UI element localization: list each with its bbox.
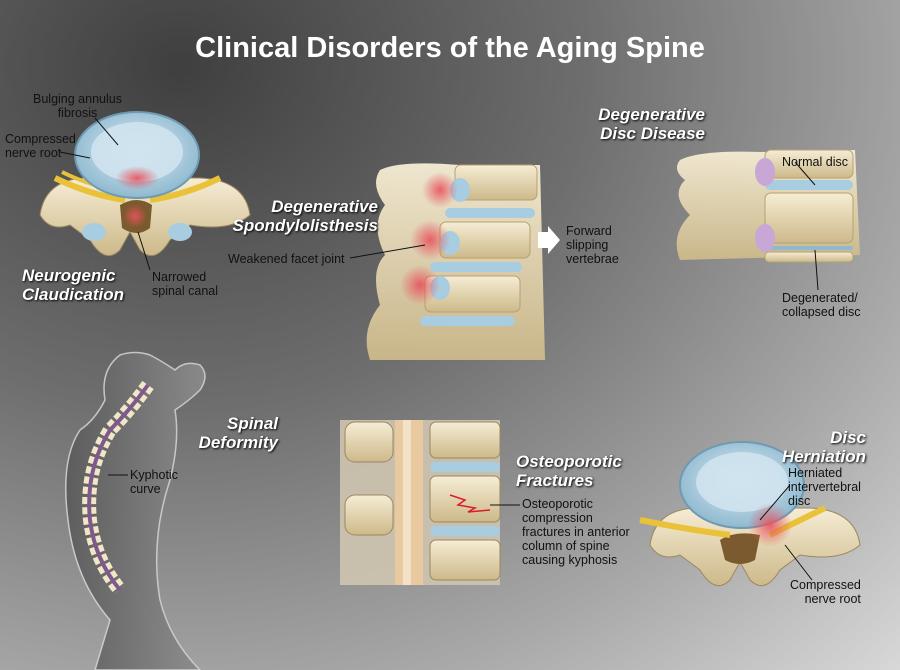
spinal-deformity-illustration xyxy=(64,351,206,670)
label-line: slipping xyxy=(566,238,609,252)
label-line: intervertebral xyxy=(788,480,861,494)
deformity-heading: Spinal Deformity xyxy=(176,414,278,452)
compressed-nerve-label: Compressed nerve root xyxy=(5,132,76,160)
label-line: Bulging annulus xyxy=(33,92,122,106)
bulging-annulus-label: Bulging annulus fibrosis xyxy=(33,92,122,120)
osteoporotic-heading: Osteoporotic Fractures xyxy=(516,452,622,490)
ddd-illustration xyxy=(676,149,860,291)
narrowed-canal-label: Narrowed spinal canal xyxy=(152,270,218,298)
label-line: Kyphotic xyxy=(130,468,178,482)
label-line: nerve root xyxy=(804,592,861,606)
label-line: collapsed disc xyxy=(782,305,861,319)
heading-line: Degenerative xyxy=(598,105,705,124)
label-line: vertebrae xyxy=(566,252,619,266)
spondylolisthesis-heading: Degenerative Spondylolisthesis xyxy=(230,197,378,235)
label-line: Narrowed xyxy=(152,270,207,284)
label-line: Compressed xyxy=(5,132,76,146)
label-line: Degenerated/ xyxy=(782,291,858,305)
label-line: column of spine xyxy=(522,539,610,553)
neurogenic-heading: Neurogenic Claudication xyxy=(22,266,124,304)
label-line: spinal canal xyxy=(152,284,219,298)
degenerated-disc-label: Degenerated/ collapsed disc xyxy=(782,291,861,319)
label-line: Herniated xyxy=(788,466,843,480)
heading-line: Osteoporotic xyxy=(516,452,622,471)
osteoporotic-fractures-label: Osteoporotic compression fractures in an… xyxy=(522,497,630,567)
arrow-right-icon xyxy=(538,226,560,254)
heading-line: Spondylolisthesis xyxy=(232,216,378,235)
label-line: disc xyxy=(788,494,811,508)
heading-line: Disc Disease xyxy=(600,124,705,143)
normal-disc-label: Normal disc xyxy=(782,155,848,169)
label-line: compression xyxy=(522,511,593,525)
weakened-facet-label: Weakened facet joint xyxy=(228,252,345,266)
heading-line: Herniation xyxy=(781,447,866,466)
ddd-heading: Degenerative Disc Disease xyxy=(560,105,705,143)
label-line: fractures in anterior xyxy=(522,525,630,539)
forward-slipping-label: Forward slipping vertebrae xyxy=(566,224,619,266)
herniation-compressed-nerve-label: Compressed nerve root xyxy=(790,578,861,606)
neurogenic-leader-lines xyxy=(59,117,151,271)
heading-line: Disc xyxy=(830,428,866,447)
herniation-heading: Disc Herniation xyxy=(740,428,866,466)
heading-line: Claudication xyxy=(22,285,125,304)
label-line: causing kyphosis xyxy=(522,553,618,567)
heading-line: Degenerative xyxy=(271,197,378,216)
spondylolisthesis-illustration xyxy=(349,163,560,360)
label-line: Compressed xyxy=(790,578,861,592)
heading-line: Deformity xyxy=(198,433,278,452)
page-title: Clinical Disorders of the Aging Spine xyxy=(195,32,705,64)
herniated-disc-label: Herniated intervertebral disc xyxy=(788,466,861,508)
kyphotic-curve-label: Kyphotic curve xyxy=(130,468,178,496)
label-line: fibrosis xyxy=(57,106,98,120)
heading-line: Spinal xyxy=(226,414,278,433)
label-line: curve xyxy=(130,482,161,496)
osteoporotic-illustration xyxy=(340,420,520,585)
label-line: Osteoporotic xyxy=(522,497,593,511)
heading-line: Neurogenic xyxy=(22,266,116,285)
label-line: nerve root xyxy=(5,146,62,160)
label-line: Forward xyxy=(566,224,612,238)
herniation-vertebra-illustration xyxy=(639,441,861,587)
heading-line: Fractures xyxy=(516,471,594,490)
